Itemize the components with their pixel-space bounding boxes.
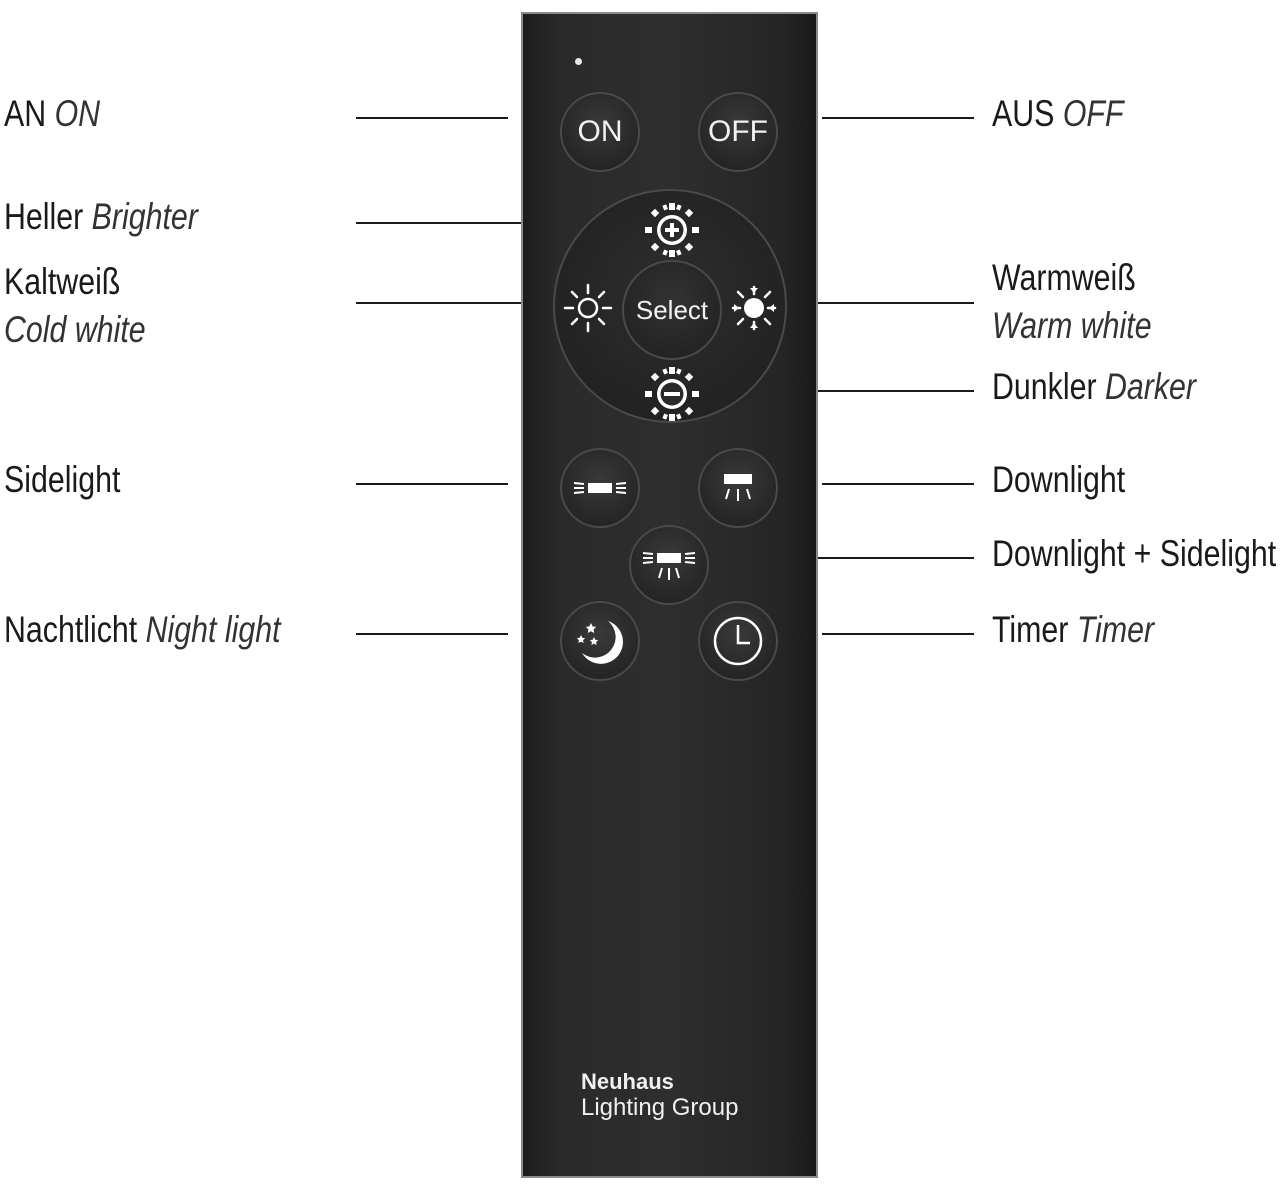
leader-line-warm-white (790, 302, 974, 304)
label-timer: Timer Timer (992, 609, 1155, 650)
brand-subtitle: Lighting Group (581, 1094, 739, 1121)
leader-line-timer (822, 633, 974, 635)
timer-clock-icon (713, 616, 763, 666)
label-on: AN ON (4, 93, 101, 134)
label-warm-white-de: Warmweiß (992, 257, 1136, 298)
select-button[interactable]: Select (622, 260, 722, 360)
on-button[interactable]: ON (560, 92, 640, 172)
brand-name: Neuhaus (581, 1069, 674, 1094)
brightness-down-icon[interactable] (643, 365, 701, 423)
leader-line-sidelight (356, 483, 508, 485)
off-button-label: OFF (708, 115, 768, 148)
remote-control: ON OFF (521, 12, 818, 1178)
off-button[interactable]: OFF (698, 92, 778, 172)
label-cold-white-de: Kaltweiß (4, 261, 121, 302)
status-led (575, 58, 582, 65)
control-ring: Select (553, 189, 787, 423)
label-night-light: Nachtlicht Night light (4, 609, 281, 650)
leader-line-darker (700, 390, 974, 392)
night-moon-icon (576, 621, 623, 664)
sidelight-button[interactable] (560, 448, 640, 528)
label-downlight: Downlight (992, 459, 1126, 500)
leader-line-night-light (356, 633, 508, 635)
sidelight-icon (573, 482, 627, 494)
leader-line-downlight (822, 483, 974, 485)
brand-logo: Neuhaus Lighting Group (581, 1069, 738, 1121)
downlight-sidelight-icon (642, 552, 696, 580)
leader-line-on (356, 117, 508, 119)
label-cold-white-en: Cold white (4, 309, 146, 350)
label-off: AUS OFF (992, 93, 1124, 134)
night-light-button[interactable] (560, 601, 640, 681)
on-button-label: ON (577, 115, 623, 148)
label-darker: Dunkler Darker (992, 366, 1197, 407)
downlight-button[interactable] (698, 448, 778, 528)
warm-white-sun-icon[interactable] (725, 279, 783, 337)
label-brighter: Heller Brighter (4, 196, 198, 237)
downlight-sidelight-button[interactable] (629, 525, 709, 605)
leader-line-brighter (356, 222, 626, 224)
brightness-up-icon[interactable] (643, 201, 701, 259)
select-button-label: Select (635, 294, 709, 325)
cold-white-sun-icon[interactable] (559, 279, 617, 337)
label-downlight-sidelight: Downlight + Sidelight (992, 533, 1277, 574)
label-sidelight: Sidelight (4, 459, 121, 500)
leader-line-cold-white (356, 302, 536, 304)
label-warm-white-en: Warm white (992, 305, 1152, 346)
downlight-icon (724, 474, 752, 501)
leader-line-downlight-sidelight (716, 557, 974, 559)
timer-button[interactable] (698, 601, 778, 681)
leader-line-off (822, 117, 974, 119)
